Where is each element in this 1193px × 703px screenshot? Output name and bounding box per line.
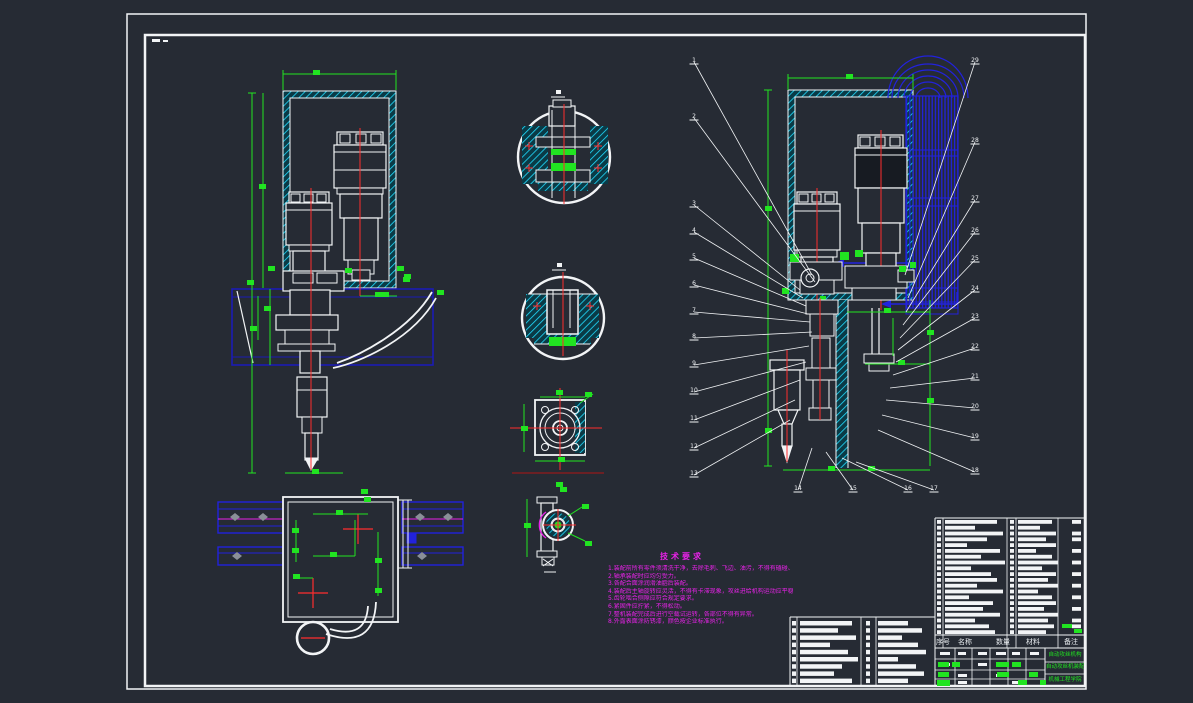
svg-text:9: 9 xyxy=(692,360,696,367)
svg-text:21: 21 xyxy=(971,373,979,380)
top-view xyxy=(217,489,464,656)
svg-text:14: 14 xyxy=(794,485,802,492)
svg-text:11: 11 xyxy=(690,415,698,422)
bom-header-remark: 备注 xyxy=(1064,638,1078,646)
svg-text:8: 8 xyxy=(692,333,696,340)
note-line: 6.紧固件应拧紧，不得松动。 xyxy=(608,602,686,610)
svg-text:18: 18 xyxy=(971,467,979,474)
bom-header-qty: 数量 xyxy=(996,638,1010,646)
svg-text:2: 2 xyxy=(692,113,696,120)
svg-text:27: 27 xyxy=(971,195,979,202)
svg-text:22: 22 xyxy=(971,343,979,350)
note-line: 4.装配后主轴旋转应灵活，不得有卡滞现象，攻丝进给机构运动应平稳可靠。 xyxy=(608,587,793,595)
svg-text:15: 15 xyxy=(849,485,857,492)
svg-text:12: 12 xyxy=(690,443,698,450)
note-line: 2.轴承装配时应均匀受力。 xyxy=(608,572,680,580)
bom-header-index: 序号 xyxy=(936,638,950,646)
svg-text:3: 3 xyxy=(692,200,696,207)
svg-text:23: 23 xyxy=(971,313,979,320)
svg-text:6: 6 xyxy=(692,280,696,287)
svg-text:4: 4 xyxy=(692,227,696,234)
svg-text:29: 29 xyxy=(971,57,979,64)
title-block-org: 机械工程学院 xyxy=(1048,677,1082,683)
svg-text:13: 13 xyxy=(690,470,698,477)
svg-text:25: 25 xyxy=(971,255,979,262)
svg-text:10: 10 xyxy=(690,387,698,394)
bom-header-material: 材料 xyxy=(1026,638,1040,646)
note-line: 3.各配合面涂润滑油脂后装配。 xyxy=(608,580,692,588)
title-block xyxy=(935,648,1085,686)
svg-text:5: 5 xyxy=(692,253,696,260)
bom-header-name: 名称 xyxy=(958,638,972,646)
note-line: 7.整机装配完成后进行空载试运转，各部位不得有异常。 xyxy=(608,610,758,618)
svg-text:24: 24 xyxy=(971,285,979,292)
svg-text:16: 16 xyxy=(904,485,912,492)
bom-tables xyxy=(789,517,1085,686)
detail-a xyxy=(516,90,612,205)
title-block-project: 自动攻丝机构 xyxy=(1048,652,1082,658)
svg-text:28: 28 xyxy=(971,137,979,144)
svg-text:1: 1 xyxy=(692,57,696,64)
note-line: 1.装配前所有零件须清洗干净，去除毛刺、飞边、油污，不得有磕碰、划伤。 xyxy=(608,565,793,572)
title-block-drawing-title: 自动攻丝机装配图 xyxy=(1046,664,1084,670)
notes-title: 技术要求 xyxy=(660,552,704,561)
note-line: 5.齿轮啮合侧隙应符合规定要求。 xyxy=(608,595,698,603)
front-view xyxy=(231,70,444,474)
detail-bracket xyxy=(524,487,592,573)
svg-text:17: 17 xyxy=(930,485,938,492)
detail-flange xyxy=(510,388,604,487)
detail-b xyxy=(520,263,606,361)
svg-text:26: 26 xyxy=(971,227,979,234)
svg-text:19: 19 xyxy=(971,433,979,440)
svg-text:7: 7 xyxy=(692,307,696,314)
svg-text:20: 20 xyxy=(971,403,979,410)
note-line: 8.外露表面涂防锈漆，颜色按企业标准执行。 xyxy=(608,618,728,626)
sheet-border xyxy=(126,13,1087,690)
technical-notes: 技术要求 1.装配前所有零件须清洗干净，去除毛刺、飞边、油污，不得有磕碰、划伤。… xyxy=(608,551,798,626)
